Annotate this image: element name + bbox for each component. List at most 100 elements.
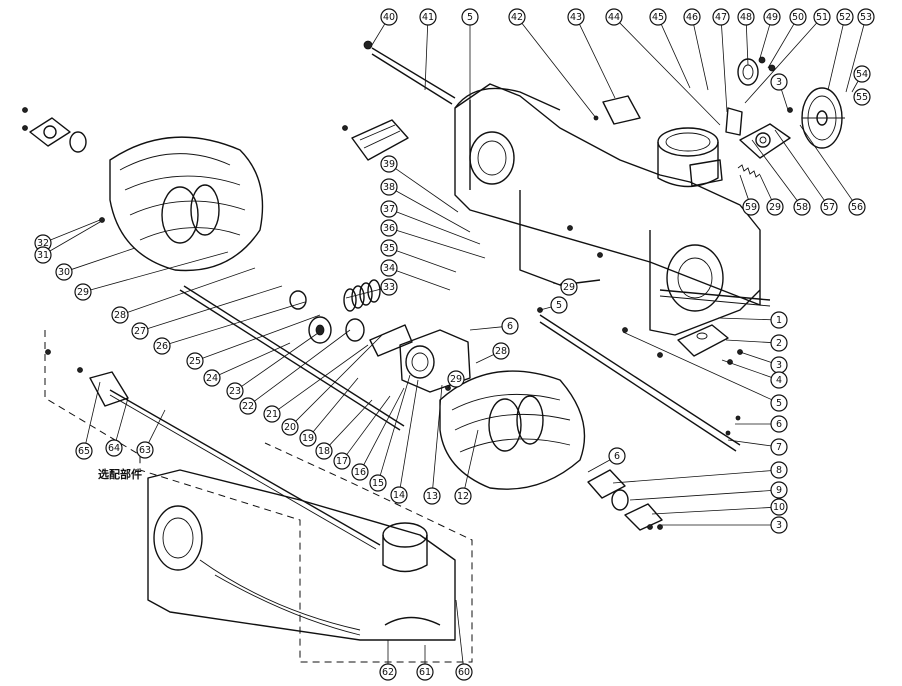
callout-c53: 53 (857, 8, 875, 26)
callout-number: 29 (77, 287, 89, 298)
coil-spring (343, 279, 381, 312)
callout-circle (770, 73, 788, 91)
leader-c46 (693, 24, 709, 91)
callout-number: 3 (776, 360, 782, 371)
callout-circle (239, 397, 257, 415)
leader-c28a (475, 354, 494, 364)
tension-spring (737, 164, 761, 178)
leader-lines (49, 22, 865, 665)
gear-assembly (289, 290, 365, 344)
callout-c3c: 3 (770, 516, 788, 534)
callout-circle (226, 382, 244, 400)
scraper-bar (539, 314, 741, 452)
callout-c25: 25 (186, 352, 204, 370)
callout-c28a: 28 (492, 342, 510, 360)
callout-number: 1 (776, 315, 782, 326)
leader-c34 (396, 270, 451, 291)
callout-circle (315, 442, 333, 460)
callout-c17: 17 (333, 452, 351, 470)
callout-circle (380, 178, 398, 196)
callout-number: 41 (422, 12, 434, 23)
leader-c26 (169, 301, 306, 345)
callout-circle (131, 322, 149, 340)
callout-circle (793, 198, 811, 216)
leader-c13 (432, 384, 443, 489)
callout-c12: 12 (454, 487, 472, 505)
callout-number: 10 (773, 502, 785, 513)
leader-c29b (552, 282, 562, 286)
callout-circle (369, 474, 387, 492)
callout-number: 2 (776, 338, 782, 349)
callout-c33: 33 (380, 278, 398, 296)
auger-shaft (179, 285, 405, 431)
callout-circle (820, 198, 838, 216)
callout-number: 28 (495, 346, 507, 357)
callout-c52: 52 (836, 8, 854, 26)
callout-c6a: 6 (501, 317, 519, 335)
leader-c47 (721, 24, 728, 113)
callout-number: 37 (383, 204, 395, 215)
callout-c47: 47 (712, 8, 730, 26)
leader-c6c (587, 459, 611, 473)
belt-cover (351, 119, 409, 161)
callout-number: 26 (156, 341, 168, 352)
leader-c57 (774, 129, 825, 201)
leader-c10 (651, 507, 772, 515)
leader-c30 (71, 247, 136, 270)
bearing-stack (725, 56, 776, 136)
leader-c3a (781, 89, 789, 111)
callout-circle (508, 8, 526, 26)
callout-number: 38 (383, 182, 395, 193)
callout-circle (770, 481, 788, 499)
callout-c13: 13 (423, 487, 441, 505)
callout-number: 34 (383, 263, 395, 274)
leader-c54 (851, 80, 859, 93)
callout-number: 64 (108, 443, 120, 454)
callout-c38: 38 (380, 178, 398, 196)
callout-number: 5 (467, 12, 473, 23)
callout-c51: 51 (813, 8, 831, 26)
leader-c60 (455, 599, 464, 665)
callout-c21: 21 (263, 405, 281, 423)
callout-c30: 30 (55, 263, 73, 281)
callout-circle (770, 438, 788, 456)
callout-c8: 8 (770, 461, 788, 479)
callout-number: 8 (776, 465, 782, 476)
callout-number: 58 (796, 202, 808, 213)
callout-number: 17 (336, 456, 348, 467)
callout-c65: 65 (75, 442, 93, 460)
callout-circle (111, 306, 129, 324)
callout-c34: 34 (380, 259, 398, 277)
pulley (801, 87, 845, 149)
callout-circle (263, 405, 281, 423)
leader-c3b (739, 351, 772, 363)
leader-c41 (424, 24, 429, 91)
callout-number: 46 (686, 12, 698, 23)
callout-c18: 18 (315, 442, 333, 460)
callout-c50: 50 (789, 8, 807, 26)
callout-number: 44 (608, 12, 620, 23)
callout-number: 53 (860, 12, 872, 23)
optional-auger-housing (147, 469, 456, 641)
callout-c58: 58 (793, 198, 811, 216)
bearing-flange (739, 123, 791, 159)
callout-circle (763, 8, 781, 26)
callout-number: 4 (776, 375, 782, 386)
leader-c7 (727, 439, 772, 447)
callout-c28b: 28 (111, 306, 129, 324)
leader-c5c (622, 331, 772, 401)
callout-number: 3 (776, 77, 782, 88)
callout-circle (770, 498, 788, 516)
leader-c19 (312, 377, 359, 433)
callout-number: 25 (189, 356, 201, 367)
callout-circle (351, 463, 369, 481)
leader-c8 (612, 470, 772, 484)
callout-number: 40 (383, 12, 395, 23)
callout-circle (836, 8, 854, 26)
callout-number: 18 (318, 446, 330, 457)
bracket (602, 95, 641, 125)
callout-number: 33 (383, 282, 395, 293)
callout-c10: 10 (770, 498, 788, 516)
callout-circle (770, 516, 788, 534)
